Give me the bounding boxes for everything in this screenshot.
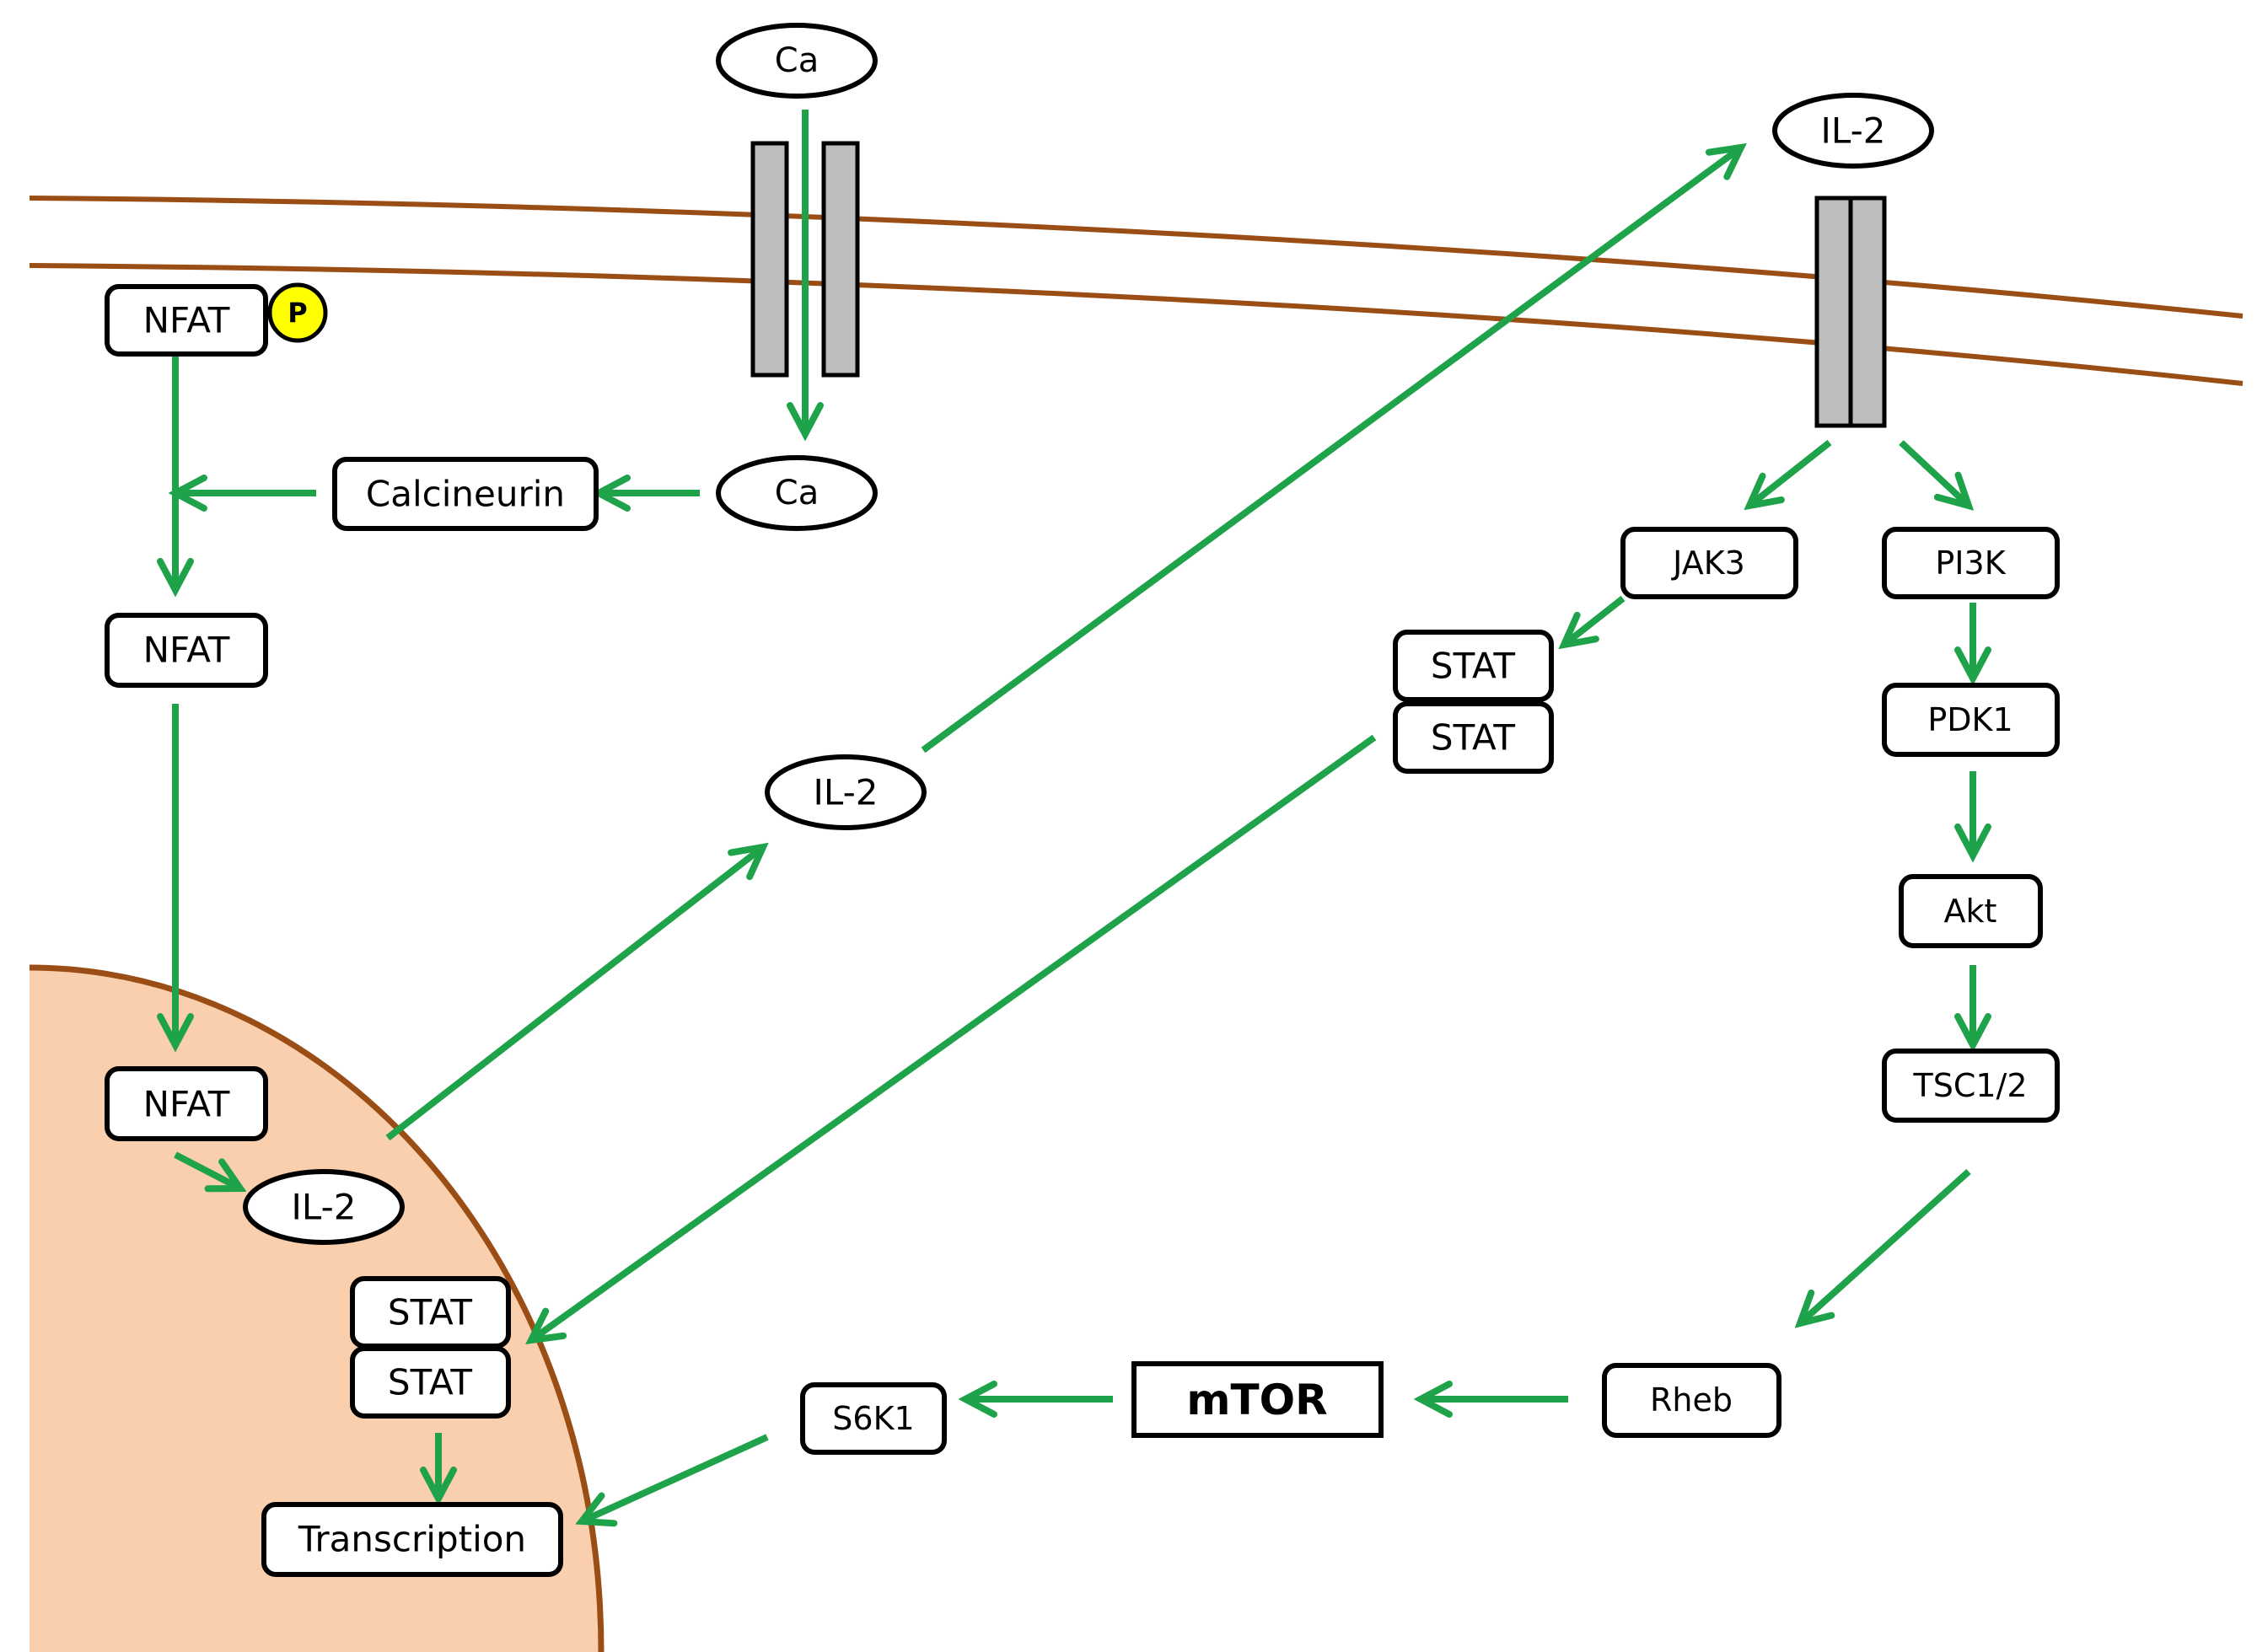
svg-text:STAT: STAT xyxy=(388,1362,473,1403)
node-mtor: mTOR xyxy=(1131,1361,1384,1438)
node-ca-intracellular: Ca xyxy=(716,455,878,531)
svg-text:Rheb: Rheb xyxy=(1650,1381,1733,1419)
arrow-receptor-to-jak3 xyxy=(1749,439,1832,506)
svg-text:NFAT: NFAT xyxy=(143,1084,230,1125)
svg-text:Calcineurin: Calcineurin xyxy=(366,474,565,515)
node-pdk1: PDK1 xyxy=(1882,683,2060,757)
node-stat-dimer-cytoplasm: STAT STAT xyxy=(1393,630,1554,774)
node-s6k1: S6K1 xyxy=(800,1382,947,1455)
node-calcineurin: Calcineurin xyxy=(332,457,599,531)
node-tsc1-2: TSC1/2 xyxy=(1882,1049,2060,1123)
svg-text:P: P xyxy=(287,297,307,329)
node-nfat-phosphorylated: NFAT xyxy=(105,284,268,357)
phosphate-badge: P xyxy=(267,282,328,343)
node-nfat-nucleus: NFAT xyxy=(105,1066,268,1141)
node-il2-nucleus: IL-2 xyxy=(243,1169,405,1245)
svg-text:STAT: STAT xyxy=(1431,717,1516,759)
calcium-channel xyxy=(750,141,860,378)
nuclear-envelope xyxy=(29,964,605,1652)
arrow-il2-secretion xyxy=(921,148,1741,754)
svg-text:NFAT: NFAT xyxy=(143,630,230,671)
arrow-receptor-to-pi3k xyxy=(1899,440,1969,506)
node-ca-extracellular: Ca xyxy=(716,23,878,99)
il2-receptor xyxy=(1814,196,1887,428)
svg-text:NFAT: NFAT xyxy=(143,300,230,341)
node-akt: Akt xyxy=(1899,874,2043,948)
arrow-jak3-to-stat xyxy=(1564,595,1626,645)
svg-text:STAT: STAT xyxy=(388,1292,473,1333)
svg-text:Akt: Akt xyxy=(1944,893,1997,930)
svg-text:PI3K: PI3K xyxy=(1935,544,2006,582)
arrow-il2-export xyxy=(385,847,763,1141)
svg-text:Transcription: Transcription xyxy=(298,1519,526,1560)
node-il2-cytoplasm: IL-2 xyxy=(765,754,927,830)
arrow-tsc-to-rheb xyxy=(1800,1169,1971,1323)
svg-text:PDK1: PDK1 xyxy=(1927,701,2012,738)
svg-text:S6K1: S6K1 xyxy=(832,1400,914,1437)
svg-text:STAT: STAT xyxy=(1431,646,1516,687)
svg-text:JAK3: JAK3 xyxy=(1671,544,1745,582)
svg-text:TSC1/2: TSC1/2 xyxy=(1912,1067,2027,1104)
svg-text:Ca: Ca xyxy=(775,474,819,512)
node-nfat-cytoplasm: NFAT xyxy=(105,613,268,688)
svg-text:IL-2: IL-2 xyxy=(814,772,879,813)
arrow-s6k1-to-transcription xyxy=(582,1434,769,1521)
svg-text:IL-2: IL-2 xyxy=(292,1187,357,1228)
node-pi3k: PI3K xyxy=(1882,527,2060,599)
svg-text:IL-2: IL-2 xyxy=(1821,110,1886,152)
arrow-stat-to-nucleus xyxy=(531,734,1377,1340)
svg-text:Ca: Ca xyxy=(775,41,819,80)
svg-text:mTOR: mTOR xyxy=(1186,1376,1327,1424)
node-il2-extracellular: IL-2 xyxy=(1772,93,1934,169)
arrows xyxy=(175,110,1973,1521)
node-stat-dimer-nucleus: STAT STAT xyxy=(350,1276,511,1419)
node-jak3: JAK3 xyxy=(1620,527,1798,599)
node-rheb: Rheb xyxy=(1602,1363,1781,1438)
arrow-nfat-to-il2 xyxy=(174,1151,240,1188)
node-transcription: Transcription xyxy=(261,1502,563,1577)
